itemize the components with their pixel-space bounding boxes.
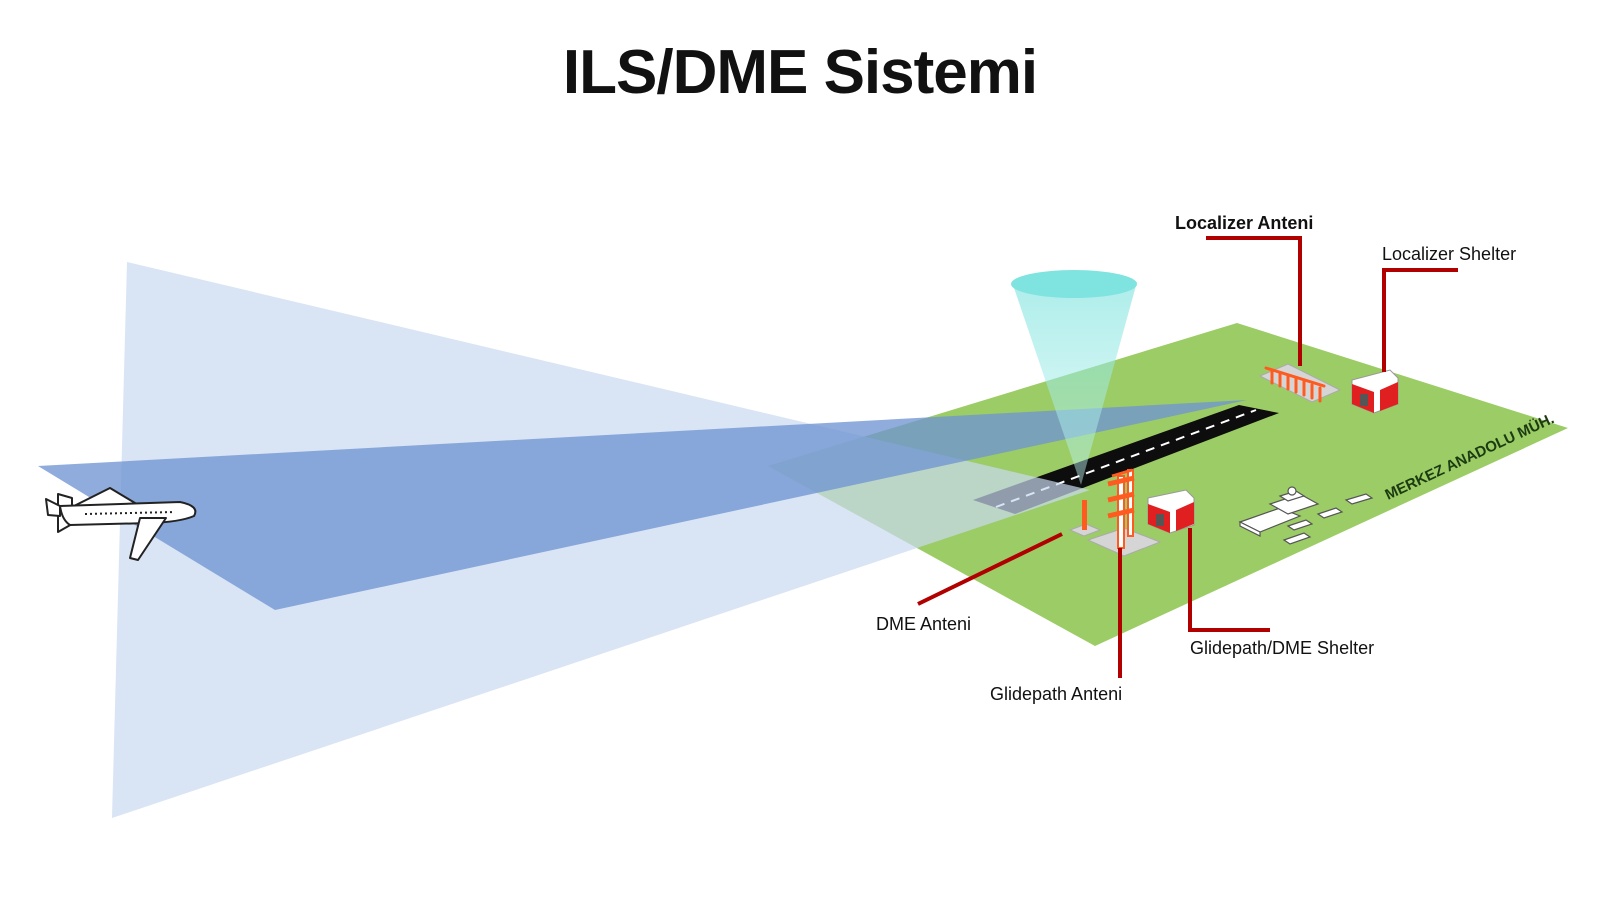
airplane-icon <box>45 487 197 561</box>
label-glidepath-dme-shelter: Glidepath/DME Shelter <box>1190 638 1374 658</box>
dme-antenna <box>1068 500 1102 537</box>
leader-lines <box>917 236 1458 678</box>
leader-localizer-shelter <box>1382 268 1458 372</box>
terminal-buildings <box>1238 486 1374 545</box>
label-localizer-antenna: Localizer Anteni <box>1175 213 1313 233</box>
leader-glidepath-dme-shelter <box>1188 528 1270 632</box>
dme-signal-cone <box>1011 270 1137 485</box>
localizer-shelter <box>1351 369 1399 414</box>
page-title: ILS/DME Sistemi <box>563 38 1037 107</box>
glidepath-dme-shelter <box>1147 489 1195 534</box>
localizer-antenna-array <box>1258 363 1342 403</box>
leader-dme-antenna <box>917 532 1063 606</box>
label-glidepath-antenna: Glidepath Anteni <box>990 684 1122 704</box>
glidepath-beam <box>112 262 1090 818</box>
glidepath-antenna-mast <box>1086 468 1162 557</box>
leader-localizer-antenna <box>1206 236 1302 366</box>
localizer-beam <box>38 400 1247 610</box>
label-localizer-shelter: Localizer Shelter <box>1382 244 1516 264</box>
label-dme-antenna: DME Anteni <box>876 614 971 634</box>
